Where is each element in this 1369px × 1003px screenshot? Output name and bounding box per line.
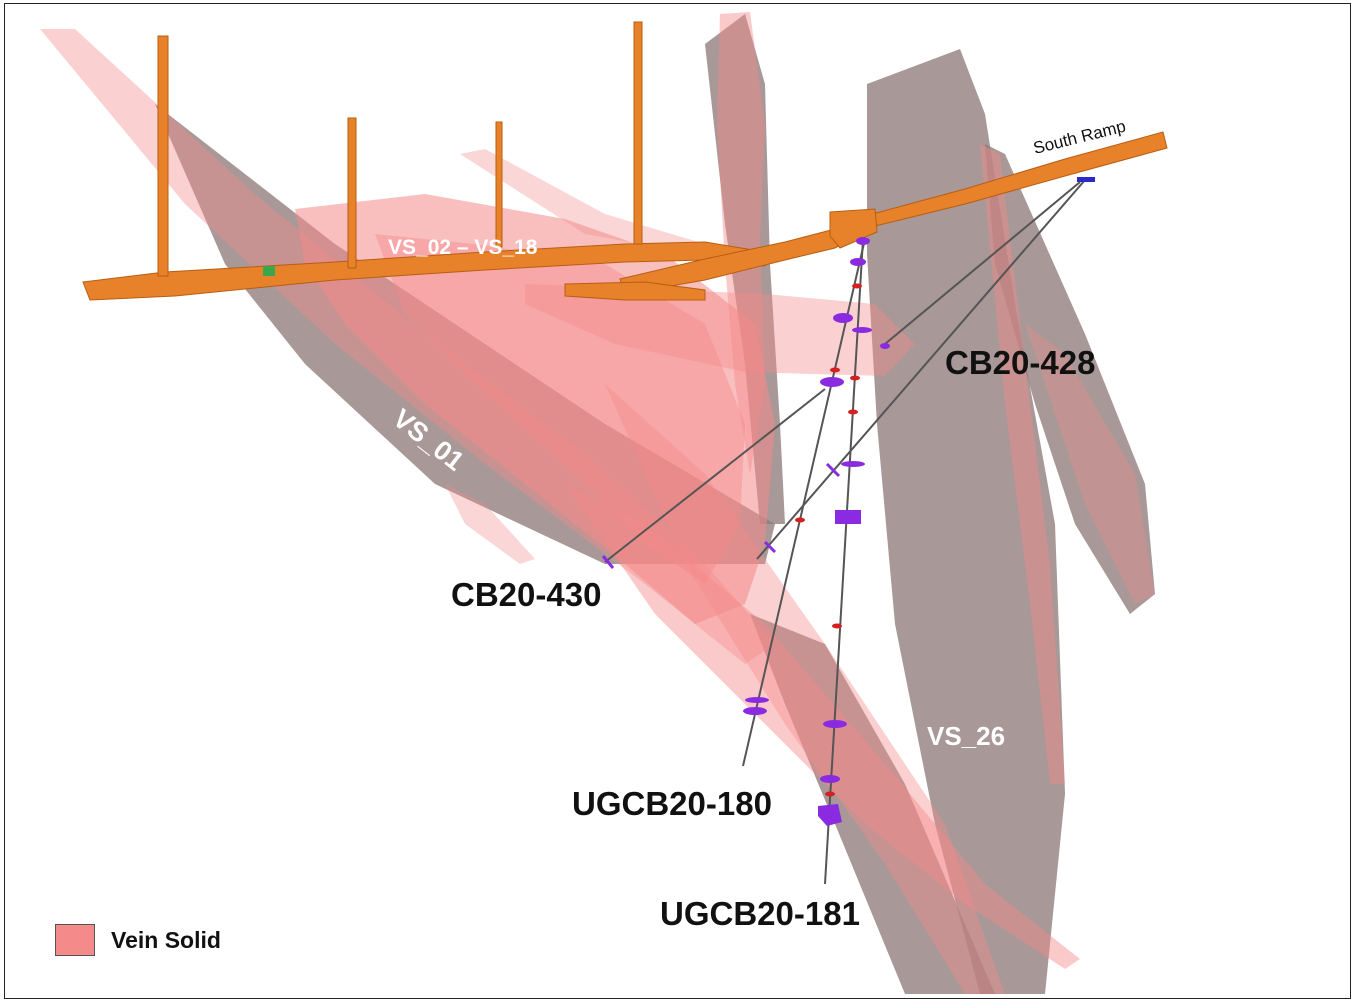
vein-model-3d-view: South Ramp VS_02 – VS_18 VS_01 VS_26 CB2… — [40, 12, 1168, 994]
pink-flat-vein-solid — [525, 284, 915, 376]
intercept-marker — [825, 462, 841, 478]
vs-02-vs-18-core — [375, 234, 745, 584]
intercept-red-marker — [795, 517, 805, 523]
green-survey-marker — [263, 266, 275, 276]
intercept-marker — [743, 707, 767, 715]
label-cb20-430: CB20-430 — [451, 576, 601, 613]
label-ugcb20-180: UGCB20-180 — [572, 785, 772, 822]
intercept-red-marker — [832, 623, 842, 629]
intercept-red-marker — [848, 409, 858, 415]
raise-2 — [347, 117, 357, 269]
intercept-block — [818, 804, 842, 826]
vs-26-east-vein-solid — [985, 144, 1155, 614]
drill-trace-ugcb20-180 — [742, 238, 866, 767]
drill-trace-cb20-428-b — [884, 181, 1081, 345]
intercept-block — [835, 510, 861, 524]
intercept-red-marker — [825, 791, 835, 797]
long-pink-vein-solid — [565, 484, 1080, 969]
intercept-marker — [601, 555, 615, 569]
vs-01-pink-sheath — [40, 29, 775, 664]
legend: Vein Solid — [55, 924, 221, 956]
intercept-red-marker — [850, 375, 860, 381]
pink-far-right-vein-solid — [1025, 324, 1155, 604]
label-ugcb20-181: UGCB20-181 — [660, 895, 860, 932]
figure-frame: South Ramp VS_02 – VS_18 VS_01 VS_26 CB2… — [4, 3, 1351, 999]
intercept-marker — [850, 258, 866, 266]
lower-drift — [564, 281, 706, 301]
drift-level-main — [82, 241, 766, 301]
pink-lower-tip — [445, 484, 535, 564]
south-ramp-working — [619, 131, 1168, 295]
intercept-marker — [820, 377, 844, 387]
intercept-marker — [856, 237, 870, 245]
intercept-marker — [833, 313, 853, 323]
intercepts — [601, 177, 1095, 826]
drill-trace-cb20-430 — [604, 388, 826, 563]
collar-marker — [1077, 177, 1095, 182]
intercept-marker — [763, 540, 777, 554]
pink-vein-solids — [40, 12, 1155, 994]
vs-26-vein-solid — [867, 49, 1065, 994]
label-cb20-428: CB20-428 — [945, 344, 1095, 381]
pink-right-vein-solid — [980, 144, 1065, 784]
intercept-marker — [820, 775, 840, 783]
intercept-marker — [852, 327, 872, 333]
intercept-marker — [823, 720, 847, 728]
vs-02-vs-18-vein-solid — [295, 194, 775, 624]
lower-grey-vein-solid — [750, 614, 995, 994]
legend-label: Vein Solid — [111, 926, 221, 953]
legend-swatch-vein-solid — [55, 924, 95, 956]
intercept-red-marker — [852, 283, 862, 289]
raise-4 — [633, 21, 643, 245]
drill-trace-cb20-428-a — [756, 179, 1086, 560]
intercept-marker — [841, 461, 865, 467]
intercept-marker — [880, 343, 890, 349]
label-vs-26: VS_26 — [927, 721, 1005, 751]
label-vs-02-vs-18: VS_02 – VS_18 — [388, 236, 538, 259]
pink-upper-slab — [460, 149, 705, 254]
pink-tall-vein-solid — [717, 12, 765, 474]
intercept-marker — [745, 697, 769, 703]
pink-diagonal-vein-solid — [605, 384, 1005, 994]
raise-3 — [495, 121, 503, 248]
intercept-red-marker — [830, 367, 840, 373]
raise-1 — [157, 35, 169, 277]
